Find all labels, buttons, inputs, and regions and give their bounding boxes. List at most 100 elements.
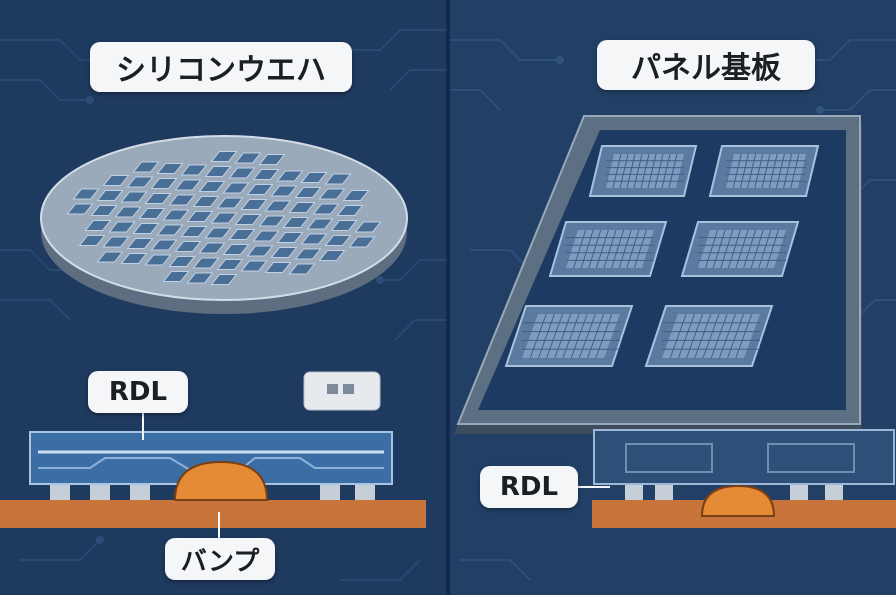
panel-die-gridline xyxy=(580,229,594,269)
panel-die-gridline xyxy=(686,313,704,359)
panel-die-gridline xyxy=(735,229,749,269)
wafer-die xyxy=(258,154,286,165)
wafer-die xyxy=(78,235,106,246)
panel-die-gridline xyxy=(743,229,757,269)
wafer-die xyxy=(138,208,166,219)
panel-divider xyxy=(446,0,450,595)
panel-die-gridline xyxy=(720,229,734,269)
wafer-die xyxy=(246,184,274,195)
panel-die-gridline xyxy=(758,229,772,269)
wafer-die xyxy=(132,161,160,173)
wafer-die xyxy=(120,191,148,203)
rdl-label-right: RDL xyxy=(480,466,578,508)
panel-die-gridline xyxy=(727,313,745,359)
wafer-die xyxy=(210,212,238,224)
wafer-die xyxy=(228,229,256,240)
panel-die-gridline xyxy=(618,229,632,269)
wafer-die xyxy=(144,254,172,266)
wafer-die xyxy=(210,151,238,162)
wafer-die xyxy=(102,236,130,248)
wafer-die xyxy=(102,175,130,186)
panel-die-gridline xyxy=(702,313,720,359)
panel-die-gridline xyxy=(626,153,636,189)
wafer-die xyxy=(240,199,268,210)
wafer-die xyxy=(324,173,352,185)
wafer-die xyxy=(318,250,346,261)
wafer-die xyxy=(150,239,178,251)
substrate-layer xyxy=(0,500,426,528)
wafer-die xyxy=(144,193,172,204)
wafer-die xyxy=(198,242,226,254)
panel-die-gridline xyxy=(619,153,629,189)
wafer-die xyxy=(324,235,352,246)
panel-die-gridline xyxy=(727,229,741,269)
wafer-die xyxy=(150,178,178,189)
wafer-die xyxy=(234,214,262,225)
panel-die-gridline xyxy=(712,229,726,269)
wafer-die xyxy=(204,166,232,177)
chip-icon xyxy=(303,371,381,411)
micro-bumps-right xyxy=(625,482,843,500)
solder-bump-right xyxy=(700,484,776,517)
panel-die-gridline xyxy=(595,313,613,359)
panel-die-gridline xyxy=(554,313,572,359)
silicon-wafer-panel: シリコンウエハ RDL バンプ xyxy=(0,0,446,595)
wafer-die xyxy=(348,236,376,248)
wafer-die xyxy=(192,196,220,207)
panel-die-gridline xyxy=(640,153,650,189)
panel-die-gridline xyxy=(790,153,800,189)
panel-die-gridline xyxy=(611,229,625,269)
bump-label: バンプ xyxy=(165,538,275,580)
wafer-die xyxy=(120,253,148,264)
panel-die-gridline xyxy=(529,313,547,359)
wafer-die xyxy=(330,220,358,231)
wafer-die xyxy=(126,176,154,188)
panel-die-gridline xyxy=(546,313,564,359)
panel-die-gridline xyxy=(573,229,587,269)
panel-die-gridline xyxy=(633,229,647,269)
panel-die-gridline xyxy=(718,313,736,359)
wafer-die xyxy=(162,271,190,282)
panel-die-gridline xyxy=(603,229,617,269)
wafer-die xyxy=(282,217,310,228)
wafer-die xyxy=(84,220,112,231)
wafer-die xyxy=(66,203,94,215)
panel-die-gridline xyxy=(661,153,671,189)
panel-die-gridline xyxy=(669,313,687,359)
wafer-die xyxy=(132,223,160,234)
wafer-die xyxy=(276,232,304,243)
panel-die-gridline xyxy=(647,153,657,189)
wafer-die xyxy=(252,169,280,180)
wafer-die xyxy=(258,215,286,227)
panel-die-gridline xyxy=(694,313,712,359)
wafer-die xyxy=(198,181,226,192)
wafer-die xyxy=(168,256,196,267)
wafer-die xyxy=(222,244,250,255)
panel-die-gridline xyxy=(570,313,588,359)
wafer-die xyxy=(126,238,154,249)
wafer-die xyxy=(246,245,274,257)
wafer-die xyxy=(294,248,322,260)
panel-title: パネル基板 xyxy=(597,40,815,90)
wafer-die xyxy=(336,205,364,216)
panel-die-gridline xyxy=(735,313,753,359)
wafer-die xyxy=(264,262,292,273)
wafer-die xyxy=(300,233,328,245)
panel-cross-section xyxy=(574,429,896,528)
wafer-die xyxy=(288,202,316,213)
panel-substrate-panel: パネル基板 RDL xyxy=(450,0,896,595)
wafer-die xyxy=(96,251,124,263)
panel-die-gridline xyxy=(654,153,664,189)
silicon-wafer-illustration xyxy=(40,135,408,314)
wafer-die xyxy=(174,179,202,191)
micro-bumps-left xyxy=(50,482,375,500)
wafer-die xyxy=(264,200,292,212)
circuit-background-right xyxy=(450,39,896,581)
wafer-die xyxy=(162,209,190,221)
panel-substrate-illustration xyxy=(454,115,862,434)
panel-die-gridline xyxy=(587,313,605,359)
wafer-die-grid xyxy=(66,151,382,285)
wafer-die xyxy=(210,274,238,285)
wafer-die xyxy=(180,164,208,176)
wafer-die xyxy=(300,172,328,183)
